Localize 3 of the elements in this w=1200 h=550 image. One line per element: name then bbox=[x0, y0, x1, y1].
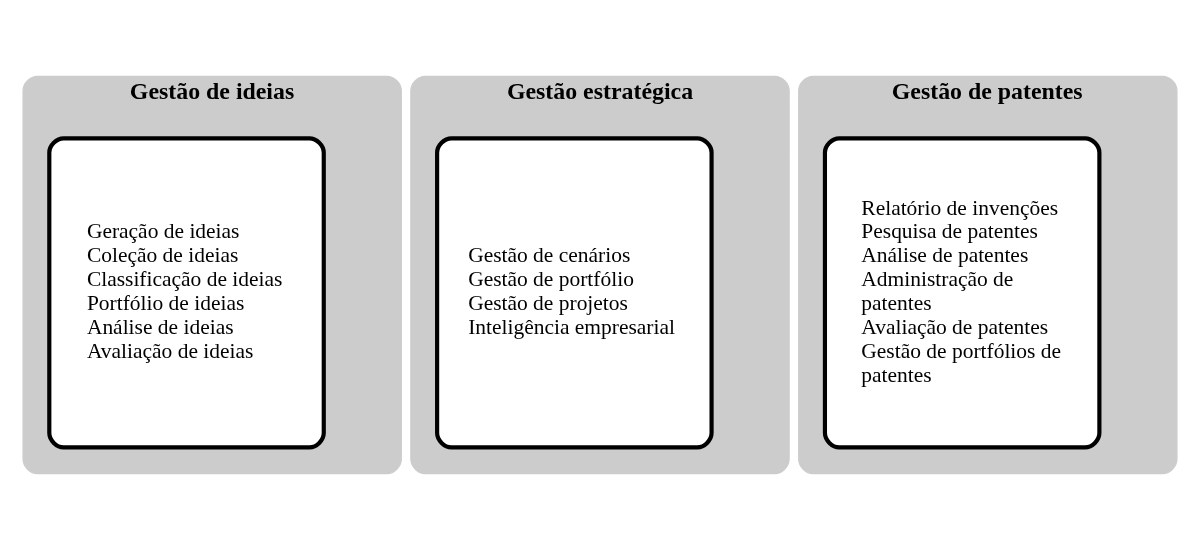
node-box: Geração de ideias Coleção de ideias Classificação de ideias Portfólio de ideias Análise de ideias Avaliação de ideias bbox=[47, 136, 326, 450]
node-box: Relatório de invenções Pesquisa de patentes Análise de patentes Administração de patentes Avaliação de patentes Gestão de portfólios de patentes bbox=[822, 136, 1102, 450]
node-box: Gestão de cenários Gestão de portfólio Gestão de projetos Inteligência empresarial bbox=[435, 136, 714, 450]
